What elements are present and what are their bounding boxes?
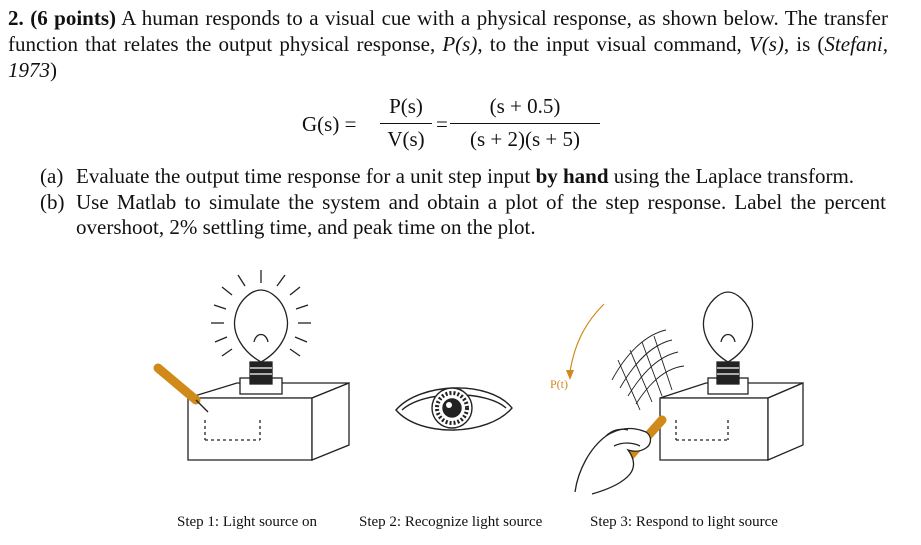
fraction-bar: [450, 123, 600, 124]
part-a-text: Evaluate the output time response for a …: [76, 164, 536, 188]
part-b: (b) Use Matlab to simulate the system an…: [40, 190, 886, 240]
problem-statement: 2. (6 points) A human responds to a visu…: [8, 5, 888, 83]
part-a: (a) Evaluate the output time response fo…: [40, 164, 886, 189]
part-a-text-end: using the Laplace transform.: [608, 164, 855, 188]
equals-sign: =: [436, 112, 448, 136]
motion-lines: [611, 329, 685, 411]
box-front: [187, 397, 313, 461]
illustration: P(t): [153, 270, 804, 495]
motion-arrow: [569, 303, 605, 373]
part-a-bold: by hand: [535, 164, 609, 188]
problem-text-3: , is (: [783, 32, 825, 56]
step3-illustration: [566, 291, 804, 495]
fraction-ratio-denominator: V(s): [387, 127, 425, 151]
fraction-ratio-numerator: P(s): [389, 94, 423, 118]
fraction-ratio: P(s) V(s): [380, 94, 432, 152]
problem-points: (6 points): [30, 6, 116, 30]
lightbulb-off-icon: [702, 291, 754, 363]
problem-parts: (a) Evaluate the output time response fo…: [40, 164, 886, 241]
light-rays: [211, 270, 311, 357]
transfer-function-equation: G(s) = P(s) V(s) = (s + 0.5) (s + 2)(s +…: [302, 94, 612, 156]
citation: Stefani, 1973: [8, 32, 888, 82]
fraction-polynomial: (s + 0.5) (s + 2)(s + 5): [450, 94, 600, 152]
step2-illustration: [395, 387, 513, 431]
input-symbol: V(s): [748, 32, 784, 56]
part-b-label: (b): [40, 190, 65, 214]
part-b-text: Use Matlab to simulate the system and ob…: [76, 190, 886, 239]
caption-step1: Step 1: Light source on: [177, 514, 317, 530]
lever-handle: [153, 363, 201, 405]
output-symbol: P(s): [442, 32, 478, 56]
lightbulb-icon: [233, 289, 289, 363]
problem-number: 2.: [8, 6, 24, 30]
hand-icon: [574, 427, 652, 495]
box-side-3: [767, 382, 804, 461]
fraction-polynomial-numerator: (s + 0.5): [489, 94, 561, 118]
caption-step2: Step 2: Recognize light source: [359, 514, 543, 530]
part-a-label: (a): [40, 164, 64, 188]
arrow-label: P(t): [550, 377, 568, 391]
problem-text-1: A human responds to a visual cue with a …: [8, 6, 888, 56]
step1-illustration: [153, 270, 350, 461]
caption-step3: Step 3: Respond to light source: [590, 514, 778, 530]
problem-text-2: , to the input visual command,: [477, 32, 749, 56]
box-side: [311, 382, 350, 461]
fraction-polynomial-denominator: (s + 2)(s + 5): [469, 127, 580, 151]
problem-text-4: ): [50, 58, 57, 82]
equation-lhs: G(s) =: [302, 112, 357, 136]
fraction-bar: [380, 123, 432, 124]
